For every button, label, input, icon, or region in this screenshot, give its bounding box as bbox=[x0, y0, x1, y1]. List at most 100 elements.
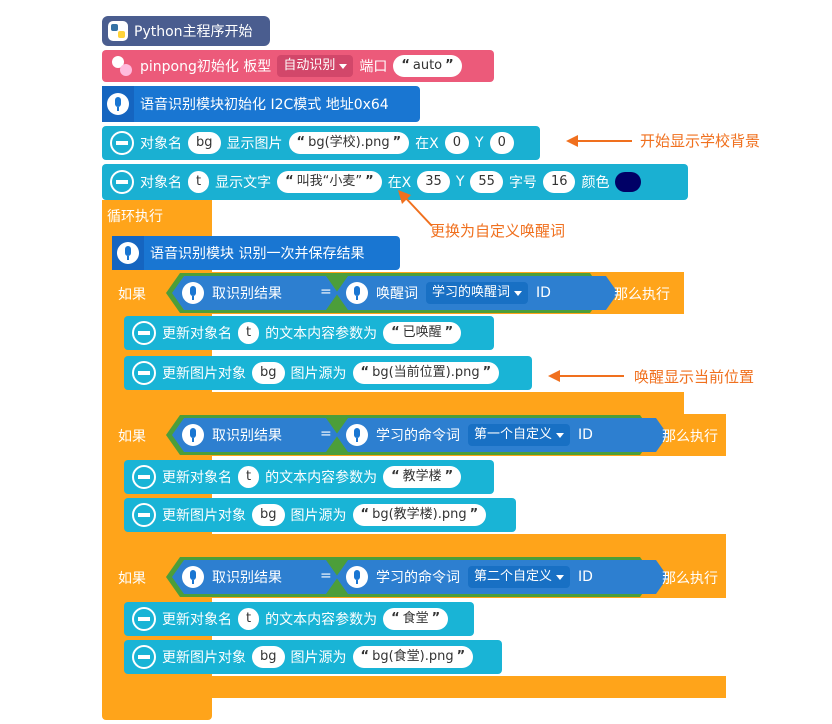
id-label: ID bbox=[578, 427, 593, 443]
microphone-icon bbox=[346, 424, 368, 446]
object-name-input[interactable]: t bbox=[238, 608, 260, 630]
x-input[interactable]: 35 bbox=[417, 171, 450, 193]
x-input[interactable]: 0 bbox=[444, 132, 470, 154]
python-main-hat[interactable]: Python主程序开始 bbox=[102, 16, 270, 46]
chevron-down-icon bbox=[339, 63, 348, 69]
annotation-note-1: 开始显示学校背景 bbox=[640, 132, 761, 150]
microphone-icon bbox=[346, 282, 368, 304]
python-icon bbox=[108, 21, 128, 41]
update-image-label: 更新图片对象 bbox=[162, 366, 246, 382]
update-text-label: 更新对象名 bbox=[162, 612, 232, 628]
pinpong-init-block[interactable]: pinpong初始化 板型 自动识别 端口 auto bbox=[102, 50, 494, 82]
object-icon bbox=[132, 321, 156, 345]
wake-word-value: 学习的唤醒词 bbox=[432, 285, 511, 300]
update-image-label2: 图片源为 bbox=[290, 650, 347, 666]
if-block-2-body bbox=[112, 456, 126, 534]
y-label: Y bbox=[475, 135, 484, 151]
microphone-icon bbox=[182, 566, 204, 588]
get-result-reporter[interactable]: 取识别结果 bbox=[172, 276, 338, 310]
voice-icon-cell bbox=[112, 236, 144, 270]
text-content-input[interactable]: 叫我“小麦” bbox=[277, 171, 382, 193]
object-icon bbox=[132, 361, 156, 385]
command-word-dropdown[interactable]: 第一个自定义 bbox=[468, 424, 570, 446]
color-label: 颜色 bbox=[581, 175, 610, 191]
object-name-input[interactable]: t bbox=[188, 171, 210, 193]
loop-label: 循环执行 bbox=[107, 209, 163, 225]
image-source-input[interactable]: bg(当前位置).png bbox=[352, 362, 500, 384]
recognize-label: 语音识别模块 识别一次并保存结果 bbox=[150, 246, 365, 262]
text-value-input[interactable]: 已唤醒 bbox=[383, 322, 462, 344]
object-name-input[interactable]: bg bbox=[188, 132, 221, 154]
color-swatch[interactable] bbox=[615, 172, 642, 192]
command-word-reporter[interactable]: 学习的命令词 第一个自定义 ID bbox=[336, 418, 668, 452]
arrow-note3-head bbox=[548, 370, 560, 382]
image-source-input[interactable]: bg(教学楼).png bbox=[352, 504, 487, 526]
if-label: 如果 bbox=[118, 429, 146, 445]
show-image-label: 显示图片 bbox=[226, 136, 283, 152]
get-result-label: 取识别结果 bbox=[212, 428, 282, 444]
command-word-value: 第二个自定义 bbox=[474, 569, 553, 584]
pinpong-icon bbox=[110, 54, 134, 78]
image-source-input[interactable]: bg(食堂).png bbox=[352, 646, 474, 668]
object-name-input[interactable]: t bbox=[238, 322, 260, 344]
update-image-block[interactable]: 更新图片对象 bg 图片源为 bg(食堂).png bbox=[124, 640, 502, 674]
chevron-down-icon bbox=[556, 433, 564, 438]
y-input[interactable]: 55 bbox=[470, 171, 503, 193]
then-label: 那么执行 bbox=[662, 429, 718, 445]
update-text-block[interactable]: 更新对象名 t 的文本内容参数为 食堂 bbox=[124, 602, 474, 636]
id-label: ID bbox=[578, 569, 593, 585]
update-text-label2: 的文本内容参数为 bbox=[265, 326, 378, 342]
port-input[interactable]: auto bbox=[393, 55, 462, 77]
wake-word-reporter[interactable]: 唤醒词 学习的唤醒词 ID bbox=[336, 276, 618, 310]
board-dropdown[interactable]: 自动识别 bbox=[277, 55, 354, 77]
if-label: 如果 bbox=[118, 287, 146, 303]
command-word-dropdown[interactable]: 第二个自定义 bbox=[468, 566, 570, 588]
x-label: 在X bbox=[415, 136, 439, 152]
update-text-label: 更新对象名 bbox=[162, 326, 232, 342]
object-name-input[interactable]: t bbox=[238, 466, 260, 488]
image-file-input[interactable]: bg(学校).png bbox=[288, 132, 410, 154]
get-result-reporter[interactable]: 取识别结果 bbox=[172, 560, 338, 594]
if-block-3-body bbox=[112, 598, 126, 676]
command-word-label: 学习的命令词 bbox=[376, 570, 460, 586]
pinpong-label: pinpong初始化 板型 bbox=[140, 59, 272, 75]
voice-recognize-block[interactable]: 语音识别模块 识别一次并保存结果 bbox=[112, 236, 400, 270]
command-word-reporter[interactable]: 学习的命令词 第二个自定义 ID bbox=[336, 560, 668, 594]
object-icon bbox=[110, 170, 134, 194]
then-label: 那么执行 bbox=[614, 287, 670, 303]
update-text-block[interactable]: 更新对象名 t 的文本内容参数为 已唤醒 bbox=[124, 316, 494, 350]
show-text-block[interactable]: 对象名 t 显示文字 叫我“小麦” 在X 35 Y 55 字号 16 颜色 bbox=[102, 164, 688, 200]
text-value-input[interactable]: 教学楼 bbox=[383, 466, 462, 488]
voice-icon-cell bbox=[102, 86, 134, 122]
font-size-label: 字号 bbox=[508, 175, 537, 191]
update-image-label2: 图片源为 bbox=[290, 366, 347, 382]
wake-word-dropdown[interactable]: 学习的唤醒词 bbox=[426, 282, 528, 304]
get-result-reporter[interactable]: 取识别结果 bbox=[172, 418, 338, 452]
y-input[interactable]: 0 bbox=[489, 132, 514, 154]
update-image-label: 更新图片对象 bbox=[162, 508, 246, 524]
object-name-input[interactable]: bg bbox=[252, 504, 285, 526]
update-image-block[interactable]: 更新图片对象 bg 图片源为 bg(当前位置).png bbox=[124, 356, 532, 390]
microphone-icon bbox=[182, 424, 204, 446]
port-label: 端口 bbox=[359, 59, 388, 75]
object-name-input[interactable]: bg bbox=[252, 646, 285, 668]
if-block-2-end bbox=[112, 534, 726, 556]
command-word-value: 第一个自定义 bbox=[474, 427, 553, 442]
object-icon bbox=[132, 503, 156, 527]
update-image-block[interactable]: 更新图片对象 bg 图片源为 bg(教学楼).png bbox=[124, 498, 516, 532]
if-block-1-end bbox=[112, 392, 684, 414]
object-icon bbox=[110, 131, 134, 155]
y-label: Y bbox=[455, 174, 465, 190]
voice-init-block[interactable]: 语音识别模块初始化 I2C模式 地址0x64 bbox=[102, 86, 420, 122]
update-text-label2: 的文本内容参数为 bbox=[265, 470, 378, 486]
annotation-note-2: 更换为自定义唤醒词 bbox=[430, 222, 566, 240]
show-image-block[interactable]: 对象名 bg 显示图片 bg(学校).png 在X 0 Y 0 bbox=[102, 126, 540, 160]
obj-label: 对象名 bbox=[140, 175, 182, 191]
x-label: 在X bbox=[387, 175, 412, 191]
then-label: 那么执行 bbox=[662, 571, 718, 587]
text-value-input[interactable]: 食堂 bbox=[383, 608, 449, 630]
font-size-input[interactable]: 16 bbox=[542, 171, 576, 193]
chevron-down-icon bbox=[514, 291, 522, 296]
update-text-block[interactable]: 更新对象名 t 的文本内容参数为 教学楼 bbox=[124, 460, 494, 494]
object-name-input[interactable]: bg bbox=[252, 362, 285, 384]
